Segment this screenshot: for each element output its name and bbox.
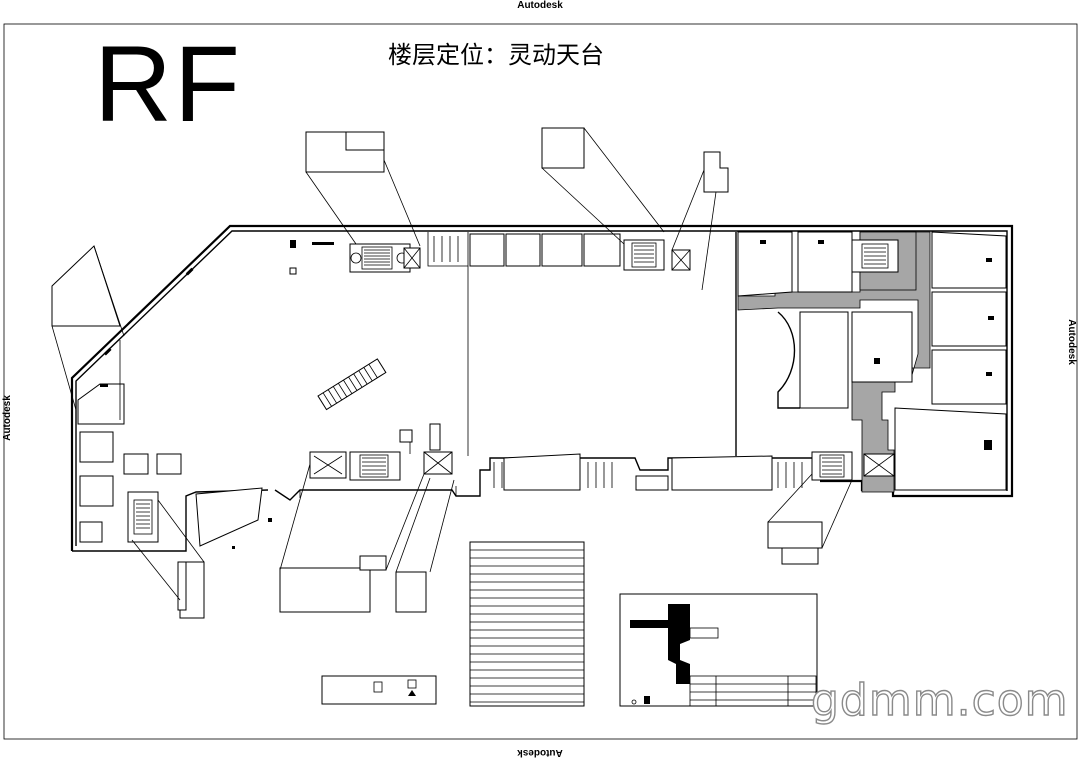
drawing-border bbox=[3, 23, 1078, 740]
floor-code: RF bbox=[94, 23, 242, 144]
plan-title: 楼层定位：灵动天台 bbox=[388, 41, 604, 69]
symbol-legend bbox=[321, 675, 437, 705]
west-terrace bbox=[77, 240, 334, 543]
frame-label-top: Autodesk bbox=[517, 0, 563, 11]
escalators bbox=[127, 239, 899, 543]
stripe-legend bbox=[469, 541, 585, 707]
callouts bbox=[51, 127, 853, 619]
key-plan bbox=[619, 593, 818, 707]
east-rooms bbox=[735, 231, 1007, 491]
watermark-logo: gdmm.com bbox=[810, 675, 1069, 726]
glazing-rails bbox=[409, 232, 803, 491]
elevator-shafts bbox=[399, 247, 895, 477]
room-tags bbox=[100, 240, 994, 549]
